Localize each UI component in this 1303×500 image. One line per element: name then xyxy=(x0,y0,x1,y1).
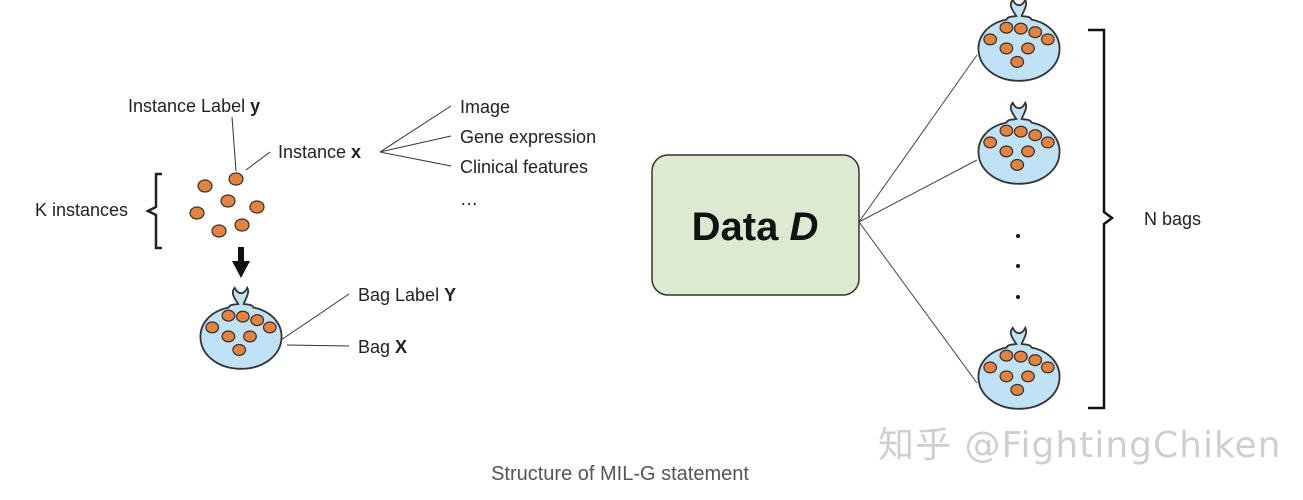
type-image: Image xyxy=(460,97,510,117)
instance-label-text: Instance Label y xyxy=(128,96,260,116)
bag-n-icon xyxy=(977,326,1061,410)
n-bags-label: N bags xyxy=(1144,209,1201,229)
bag-pointer xyxy=(286,344,350,347)
watermark: 知乎 @FightingChiken xyxy=(878,425,1282,466)
instance-pointer xyxy=(245,151,271,171)
bag-2-icon xyxy=(977,101,1061,185)
instance-dots xyxy=(189,172,265,238)
k-instances-label: K instances xyxy=(35,200,128,220)
instance-text: Instance x xyxy=(278,142,361,162)
vertical-ellipsis xyxy=(1016,234,1020,299)
type-gene-expression: Gene expression xyxy=(460,127,596,147)
bag-icon xyxy=(199,286,283,370)
type-ellipsis: … xyxy=(460,189,478,209)
bag-label-pointer xyxy=(280,293,350,341)
bag-label-text: Bag Label Y xyxy=(358,285,456,305)
data-box xyxy=(651,154,860,296)
data-box-label: Data D xyxy=(692,205,819,249)
bag-1-icon xyxy=(977,0,1061,82)
instance-label-pointer xyxy=(231,116,237,172)
type-clinical-features: Clinical features xyxy=(460,157,588,177)
bag-text: Bag X xyxy=(358,337,407,357)
data-to-bag-lines xyxy=(858,54,978,384)
down-arrow-icon xyxy=(232,247,250,278)
n-bags-bracket xyxy=(1088,28,1115,410)
figure-caption: Structure of MIL-G statement xyxy=(491,463,749,485)
instance-type-branches xyxy=(379,105,452,167)
k-instances-bracket xyxy=(145,172,162,250)
